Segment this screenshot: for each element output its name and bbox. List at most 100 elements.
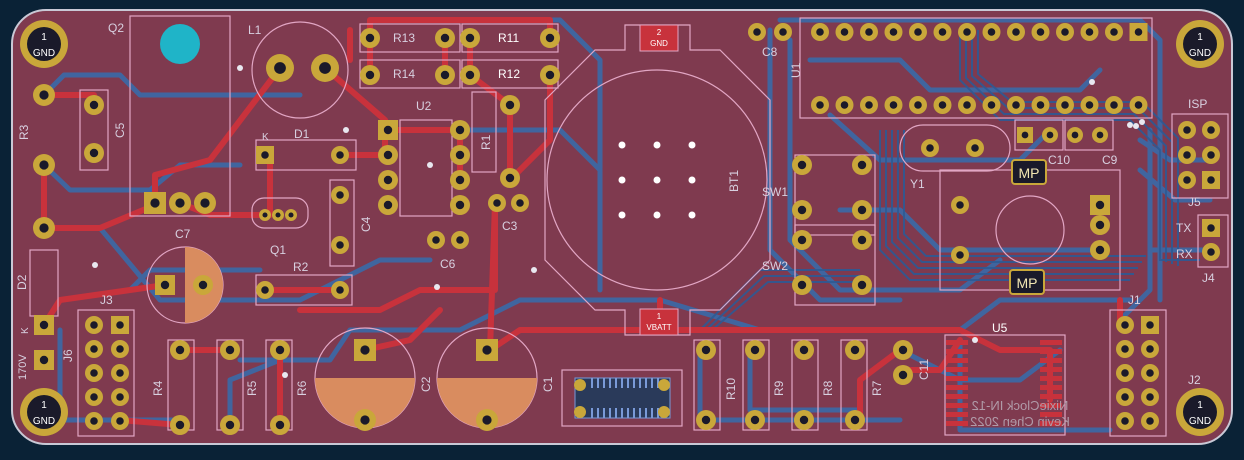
pad-drill: [956, 201, 964, 209]
label-r4: R4: [151, 380, 165, 396]
pad-drill: [1036, 28, 1045, 36]
label-tx: TX: [1176, 221, 1191, 235]
via: [434, 284, 440, 290]
battery-pads: 2 GND 1 VBATT: [639, 24, 679, 336]
mp-label-top: MP: [1019, 165, 1040, 181]
pad-drill: [516, 199, 524, 207]
via: [653, 141, 661, 149]
via: [1089, 79, 1095, 85]
u5-pad: [946, 412, 968, 417]
bt-pad-gnd: [639, 24, 679, 52]
pad-drill: [1207, 176, 1215, 184]
pad-drill: [1183, 176, 1191, 184]
bt-pad-gnd-label: GND: [650, 39, 668, 48]
u5-pad: [946, 376, 968, 381]
u5-outline: [944, 334, 1066, 436]
pad-drill: [90, 393, 98, 401]
pad-drill: [383, 125, 393, 135]
c4-outline: [329, 179, 355, 267]
pad-drill: [1183, 126, 1191, 134]
pad-drill: [465, 33, 475, 43]
pad-label: GND: [1189, 416, 1211, 427]
pad-drill: [1046, 131, 1054, 139]
pad-drill: [701, 345, 711, 355]
pad-drill: [336, 151, 344, 159]
q2-mounting-hole: [160, 24, 200, 64]
pad-drill: [914, 101, 922, 109]
u5-pad: [1040, 403, 1062, 408]
pad-drill: [39, 355, 49, 365]
r8-outline: [791, 339, 819, 431]
label-j2: J2: [1188, 373, 1201, 387]
pad-drill: [274, 62, 286, 74]
label-c9: C9: [1102, 153, 1118, 167]
pad-drill: [89, 148, 99, 158]
c2-right-fill: [437, 378, 537, 428]
r10-outline: [693, 339, 721, 431]
c1-module: [574, 377, 671, 419]
sw2-outline: [794, 224, 876, 306]
bt1-coin: [546, 69, 768, 291]
pad-drill: [779, 28, 787, 36]
label-r10: R10: [724, 378, 738, 400]
isp-outline: [1171, 113, 1229, 199]
pad-drill: [336, 286, 344, 294]
pad-drill: [1110, 101, 1118, 109]
label-c8: C8: [762, 45, 778, 59]
pad-drill: [39, 160, 49, 170]
label-d1: D1: [294, 127, 310, 141]
pad-drill: [1121, 393, 1129, 401]
label-r8: R8: [821, 380, 835, 396]
pad-drill: [1121, 345, 1129, 353]
pad-drill: [432, 236, 440, 244]
r1-outline: [471, 91, 497, 173]
pad-drill: [816, 28, 824, 36]
label-c10: C10: [1048, 153, 1070, 167]
via: [688, 211, 696, 219]
pad-drill: [956, 251, 964, 259]
label-r5: R5: [245, 380, 259, 396]
pad-drill: [1061, 101, 1069, 109]
pad-drill: [797, 205, 807, 215]
pad-drill: [857, 160, 867, 170]
c5-outline: [79, 89, 109, 171]
pad-drill: [797, 280, 807, 290]
r7-outline: [840, 339, 868, 431]
pad-drill: [750, 345, 760, 355]
via: [1127, 122, 1133, 128]
gnd-pad-bottom-right: 1 GND: [1176, 388, 1224, 436]
pad-drill: [90, 369, 98, 377]
u5-pad: [1040, 340, 1062, 345]
pad-drill: [275, 212, 281, 218]
l1-outline: [251, 21, 349, 119]
pad-drill: [865, 101, 873, 109]
label-sw2: SW2: [762, 259, 788, 273]
u1-outline: [799, 17, 1153, 119]
label-j3: J3: [100, 293, 113, 307]
via: [688, 141, 696, 149]
pad-drill: [963, 101, 971, 109]
pad-drill: [200, 198, 210, 208]
pad-number: 1: [41, 400, 47, 411]
via: [972, 337, 978, 343]
silkscreen: [29, 15, 1229, 437]
pad-drill: [963, 28, 971, 36]
u5-pad: [1040, 421, 1062, 426]
pad-label: GND: [1189, 48, 1211, 59]
pad-drill: [938, 101, 947, 109]
pad-drill: [1146, 393, 1154, 401]
pad-drill: [799, 415, 809, 425]
pad-drill: [1134, 28, 1143, 36]
pad-drill: [1085, 28, 1094, 36]
pad-drill: [505, 100, 515, 110]
back-silk-line2: Kevin Chen 2022: [970, 414, 1070, 429]
pad-drill: [116, 417, 124, 425]
pad-drill: [797, 160, 807, 170]
u5-pad: [1040, 385, 1062, 390]
via: [343, 127, 349, 133]
label-j5: J5: [1188, 195, 1201, 209]
pad-drill: [1071, 131, 1079, 139]
pad-drill: [39, 223, 49, 233]
label-u2: U2: [416, 99, 432, 113]
pad-label: GND: [33, 48, 55, 59]
